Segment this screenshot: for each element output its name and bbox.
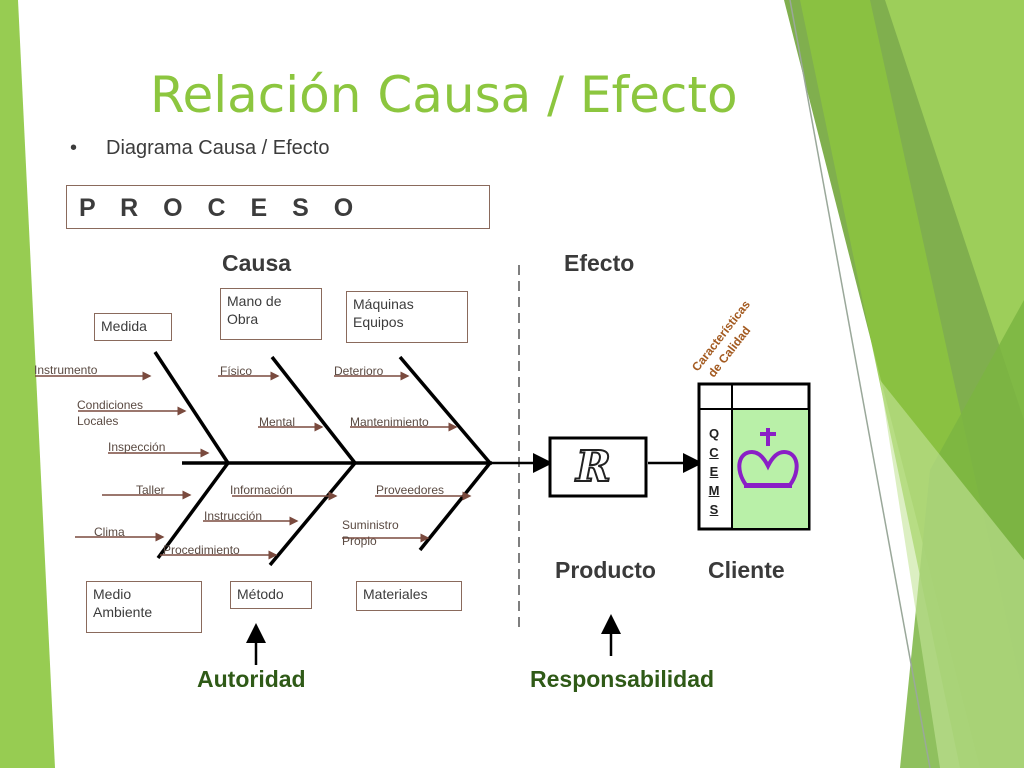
- bullet-item: • Diagrama Causa / Efecto: [70, 137, 329, 160]
- medio-line-2: Ambiente: [93, 604, 153, 620]
- qcems-s: S: [709, 502, 719, 517]
- left-green-strip: [0, 0, 55, 768]
- category-materiales: Materiales: [356, 581, 462, 611]
- cause-proveedores: Proveedores: [376, 483, 445, 497]
- cause-mantenimiento: Mantenimiento: [350, 415, 429, 429]
- cause-instrumento: Instrumento: [34, 363, 98, 377]
- header-cliente: Cliente: [708, 557, 785, 583]
- product-logo: R: [575, 442, 612, 491]
- cause-clima: Clima: [94, 525, 125, 539]
- category-metodo: Método: [230, 581, 312, 609]
- mano-line-2: Obra: [227, 311, 259, 327]
- footer-responsabilidad: Responsabilidad: [530, 666, 715, 692]
- qcems-e: E: [709, 464, 719, 479]
- bullet-text: Diagrama Causa / Efecto: [106, 137, 330, 159]
- bone-mano-de-obra: [270, 355, 357, 465]
- header-causa: Causa: [222, 250, 292, 276]
- qcems-c: C: [709, 445, 719, 460]
- cause-instruccion: Instrucción: [204, 509, 263, 523]
- bullet-dot: •: [70, 137, 78, 159]
- cause-fisico: Físico: [220, 364, 253, 378]
- slide-title: Relación Causa / Efecto: [150, 66, 738, 124]
- qcems-q: Q: [708, 426, 720, 441]
- header-efecto: Efecto: [564, 250, 635, 276]
- cause-taller: Taller: [136, 483, 165, 497]
- cause-procedimiento: Procedimiento: [163, 543, 240, 557]
- right-thin-line: [789, 0, 931, 768]
- cause-deterioro: Deterioro: [334, 364, 384, 378]
- medio-line-1: Medio: [93, 586, 132, 602]
- category-medida: Medida: [94, 313, 172, 341]
- condiciones-line-1: Condiciones: [77, 398, 144, 412]
- proceso-label: P R O C E S O: [79, 194, 363, 222]
- condiciones-line-2: Locales: [77, 414, 119, 428]
- right-green-shape-5: [880, 380, 1024, 768]
- bone-medio-ambiente: [156, 461, 230, 560]
- maquinas-line-2: Equipos: [353, 314, 404, 330]
- bone-metodo: [268, 461, 357, 567]
- suministro-line-1: Suministro: [342, 518, 399, 532]
- bone-materiales: [418, 461, 492, 552]
- suministro-line-2: Propio: [342, 534, 377, 548]
- bone-maquinas: [398, 355, 492, 465]
- qcems-column: Q C E M S: [706, 424, 722, 519]
- cause-inspeccion: Inspección: [108, 440, 166, 454]
- header-producto: Producto: [555, 557, 656, 583]
- right-green-shape-3: [885, 0, 1024, 420]
- qcems-m: M: [708, 483, 720, 498]
- product-box: [548, 436, 648, 498]
- footer-autoridad: Autoridad: [197, 666, 306, 692]
- cause-mental: Mental: [259, 415, 296, 429]
- bone-medida: [153, 351, 230, 464]
- category-mano-de-obra: Mano de Obra: [220, 288, 322, 340]
- cause-informacion: Información: [230, 483, 293, 497]
- proceso-box: P R O C E S O: [66, 185, 490, 229]
- mano-line-1: Mano de: [227, 293, 282, 309]
- crown-icon: [737, 428, 799, 488]
- maquinas-line-1: Máquinas: [353, 296, 414, 312]
